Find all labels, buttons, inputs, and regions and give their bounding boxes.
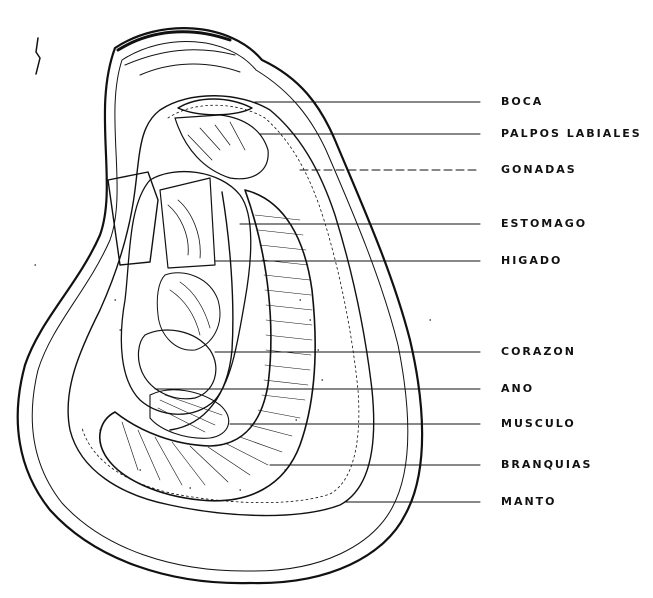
label-palpos-labiales: PALPOS LABIALES xyxy=(501,128,642,140)
shell-inner-edge xyxy=(32,41,408,571)
label-musculo: MUSCULO xyxy=(501,418,576,430)
label-manto: MANTO xyxy=(501,496,557,508)
gills-band xyxy=(100,190,315,501)
label-corazon: CORAZON xyxy=(501,346,576,358)
label-higado: HIGADO xyxy=(501,255,562,267)
heart xyxy=(138,330,215,399)
label-branquias: BRANQUIAS xyxy=(501,459,592,471)
mouth xyxy=(178,99,252,115)
liver xyxy=(157,273,220,350)
label-boca: BOCA xyxy=(501,96,543,108)
shell-outline xyxy=(18,28,422,583)
label-ano: ANO xyxy=(501,383,534,395)
label-gonadas: GONADAS xyxy=(501,164,577,176)
labial-palps xyxy=(175,115,268,179)
label-estomago: ESTOMAGO xyxy=(501,218,587,230)
mantle-outline xyxy=(68,96,374,516)
stray-mark xyxy=(36,38,40,74)
